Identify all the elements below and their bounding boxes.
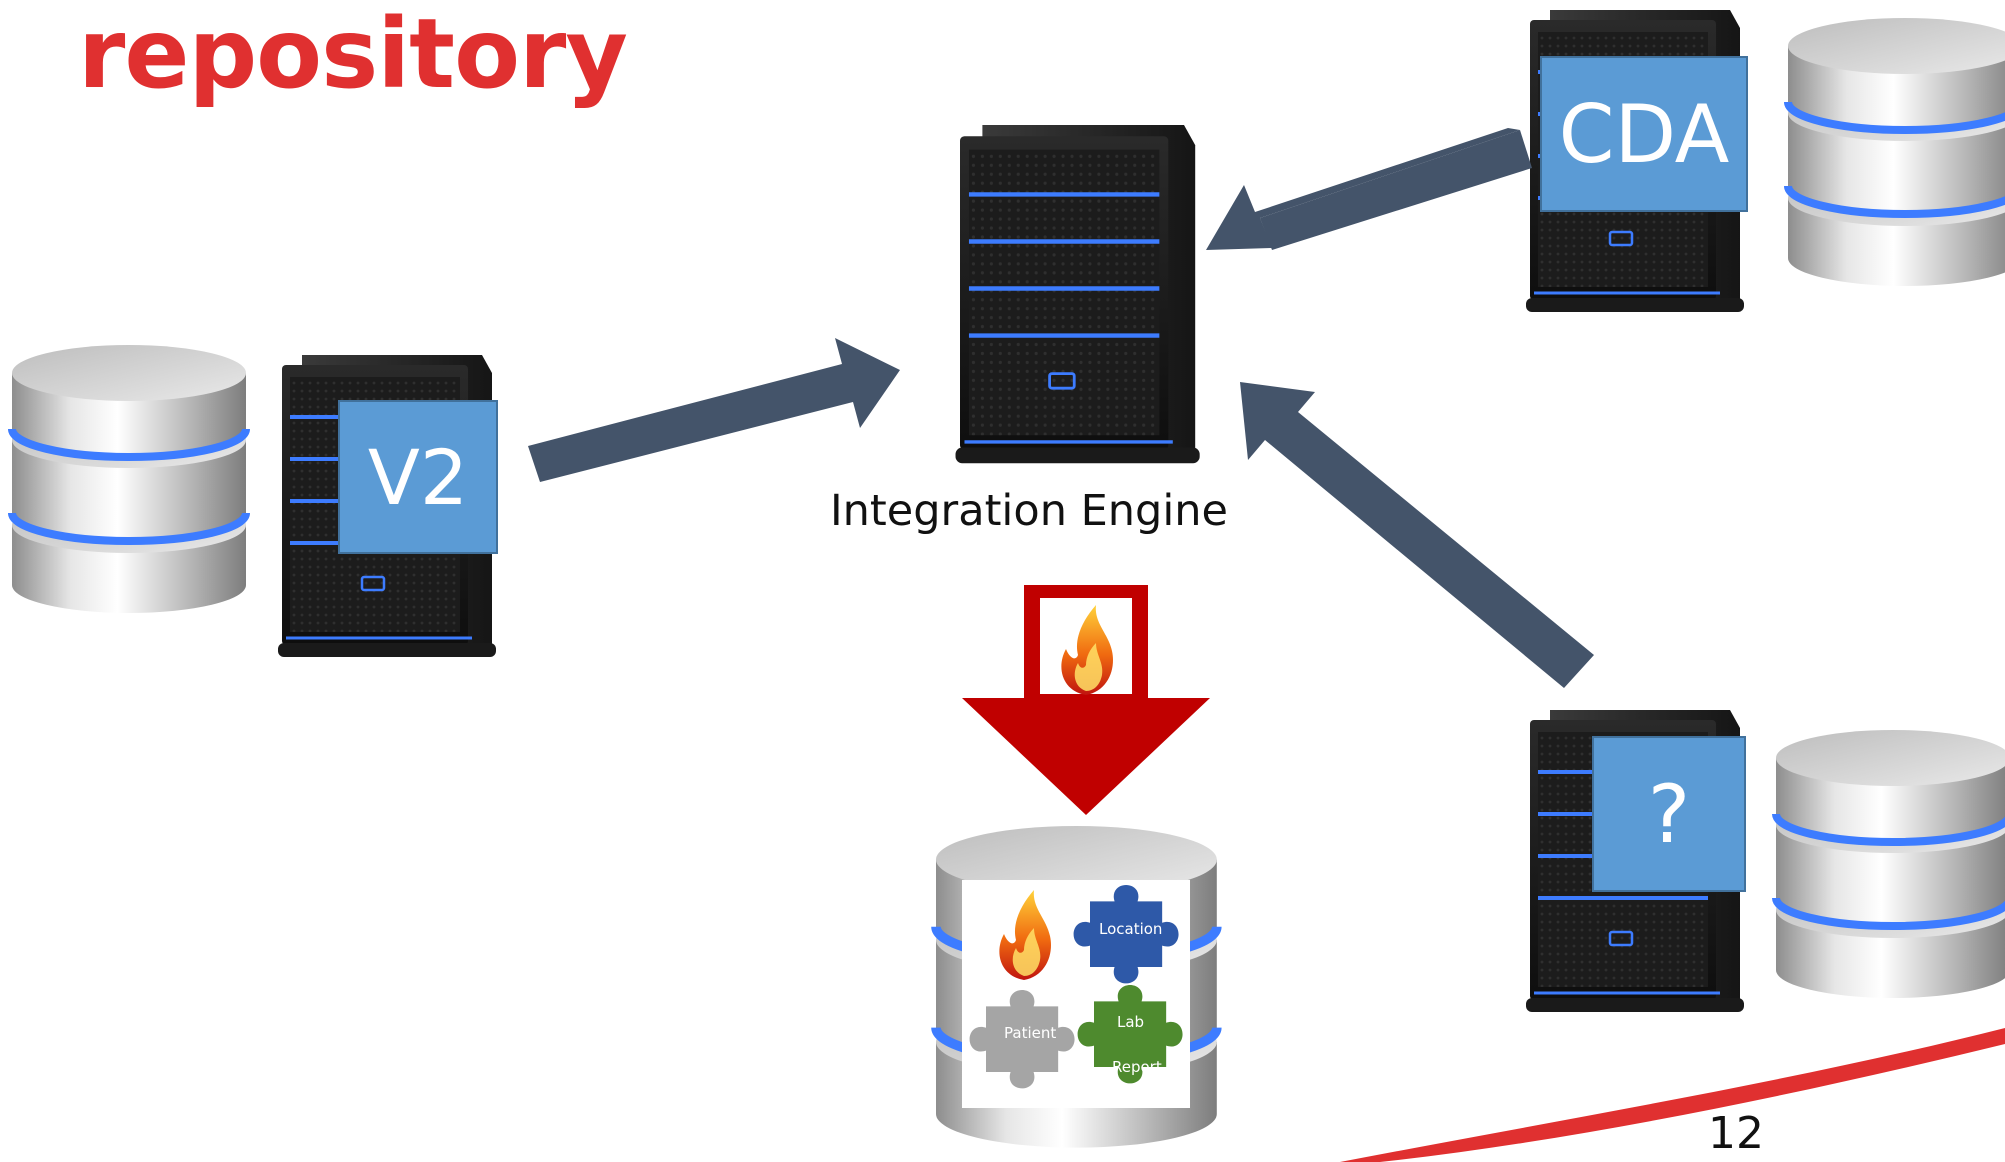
cda-badge: CDA (1540, 56, 1748, 212)
puzzle-label-lab: Lab (1117, 1013, 1144, 1031)
arrow-cda-to-engine (1206, 128, 1532, 250)
slide-title: repository (78, 0, 628, 110)
integration-engine-label: Integration Engine (830, 486, 1228, 536)
integration-engine-server-icon (956, 125, 1200, 463)
arrow-v2-to-engine (528, 338, 900, 482)
unknown-badge: ? (1592, 736, 1746, 892)
unknown-database-icon (1776, 730, 2005, 998)
puzzle-label-report: Report (1112, 1058, 1162, 1076)
arrow-unknown-to-engine (1240, 382, 1594, 688)
v2-badge: V2 (338, 400, 498, 554)
v2-database-icon (12, 345, 246, 613)
v2-badge-label: V2 (367, 432, 469, 522)
cda-database-icon (1788, 18, 2005, 286)
cda-badge-label: CDA (1558, 87, 1730, 181)
puzzle-label-location: Location (1099, 920, 1162, 938)
puzzle-label-patient: Patient (1004, 1024, 1056, 1042)
unknown-badge-label: ? (1647, 767, 1691, 861)
decorative-swoosh (1340, 1028, 2005, 1162)
page-number: 12 (1708, 1108, 1764, 1159)
